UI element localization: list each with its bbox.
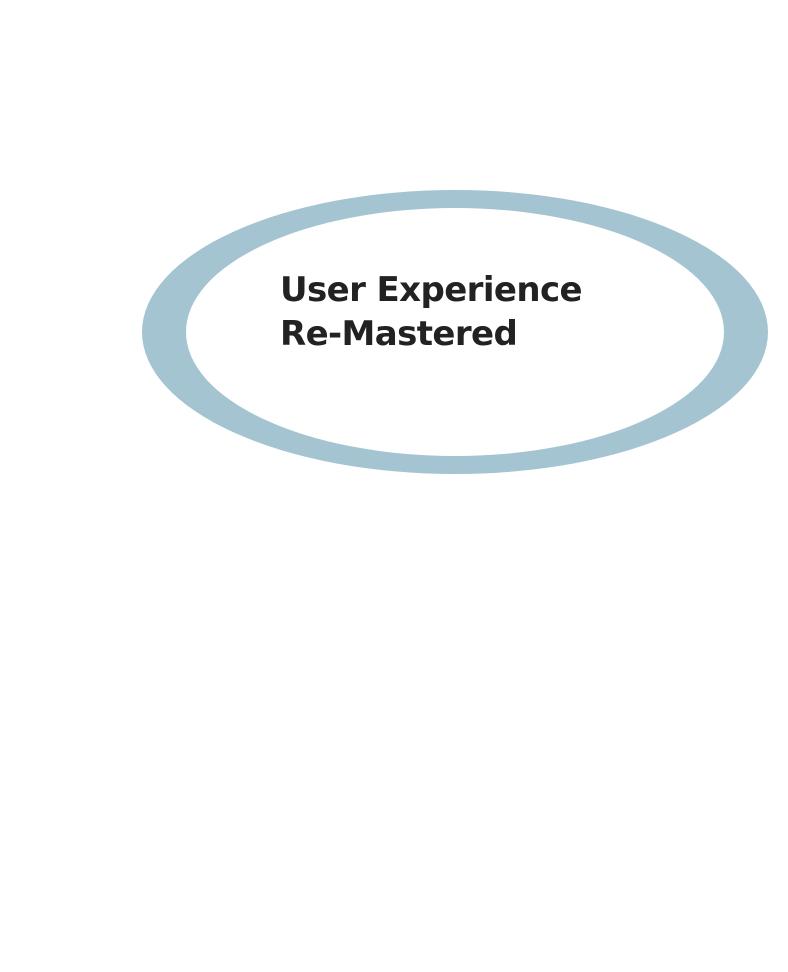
- title-line-1: User Experience: [280, 270, 583, 310]
- title-line-2: Re-Mastered: [280, 314, 518, 354]
- inner-oval: [186, 208, 724, 456]
- cover-title: User Experience Re-Mastered: [280, 268, 640, 356]
